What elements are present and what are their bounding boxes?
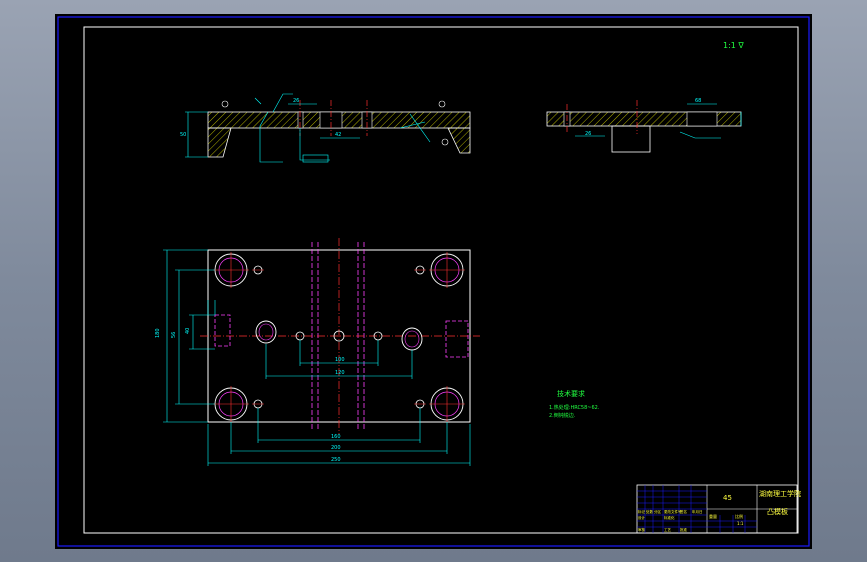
dim-180: 180: [155, 328, 161, 338]
dim-56: 56: [171, 332, 177, 338]
tb-scale-label: 比例: [735, 513, 743, 519]
tb-row-label-2: 处数: [646, 509, 654, 514]
side-dim-top: 68: [695, 98, 701, 104]
right-boss: [445, 320, 469, 358]
tb-scale: 1:1: [737, 521, 744, 526]
scale-note: 1:1 ∇: [723, 41, 744, 50]
tb-row-label-1: 标记: [638, 509, 646, 514]
dim-250: 250: [331, 457, 341, 463]
dim-200: 200: [331, 445, 341, 451]
tech-req-heading: 技术要求: [557, 389, 585, 398]
tb-row3-label-2: 工艺: [664, 527, 672, 532]
front-hole-1: [297, 111, 304, 129]
front-dim-top: 26: [293, 98, 299, 104]
tech-requirements: 技术要求 1.热处理:HRC58~62. 2.倒钝锐边.: [549, 389, 600, 419]
front-dim-width: 42: [335, 132, 341, 138]
outer-frame: [57, 16, 810, 547]
title-block: 45 湖南理工学院 凸模板 重量 比例 1:1 标记 处数 分区 更改文件号 签…: [636, 484, 801, 534]
dim-100: 100: [335, 357, 345, 363]
tb-material: 45: [723, 494, 732, 502]
cad-viewport[interactable]: 1:1 ∇ 50 42 26: [55, 14, 812, 549]
dim-120: 120: [335, 370, 345, 376]
dim-40: 40: [185, 328, 191, 334]
front-left-step: [207, 127, 232, 158]
front-dim-height: 50: [180, 132, 186, 138]
tb-row2-label-1: 设计: [638, 515, 646, 520]
front-view: 50 42 26: [180, 93, 471, 163]
tb-row-label-6: 年月日: [692, 509, 703, 514]
top-view-dimensions: [163, 249, 471, 466]
tb-weight-label: 重量: [709, 513, 717, 519]
tb-row-label-5: 签名: [680, 509, 687, 514]
tb-school: 湖南理工学院: [759, 489, 801, 498]
front-right-step: [447, 127, 471, 154]
drawing-canvas: 1:1 ∇ 50 42 26: [57, 16, 810, 547]
tech-req-line-1: 1.热处理:HRC58~62.: [549, 404, 600, 411]
tb-row-label-4: 更改文件号: [664, 509, 682, 514]
tb-row2-label-2: 标准化: [664, 515, 675, 520]
tb-part-name: 凸模板: [767, 507, 788, 516]
tb-row3-label-3: 批准: [680, 527, 688, 532]
side-dim-bottom: 26: [585, 131, 591, 137]
side-boss: [611, 125, 651, 153]
left-boss: [214, 314, 231, 347]
tb-row3-label-1: 审核: [638, 527, 646, 532]
tech-req-line-2: 2.倒钝锐边.: [549, 412, 576, 419]
top-view: 250 200 160 180 120 100 56 40: [155, 238, 480, 466]
dim-160: 160: [331, 434, 341, 440]
tb-row-label-3: 分区: [654, 509, 662, 514]
inner-frame: [83, 26, 799, 534]
side-view: 68 26: [546, 98, 742, 153]
